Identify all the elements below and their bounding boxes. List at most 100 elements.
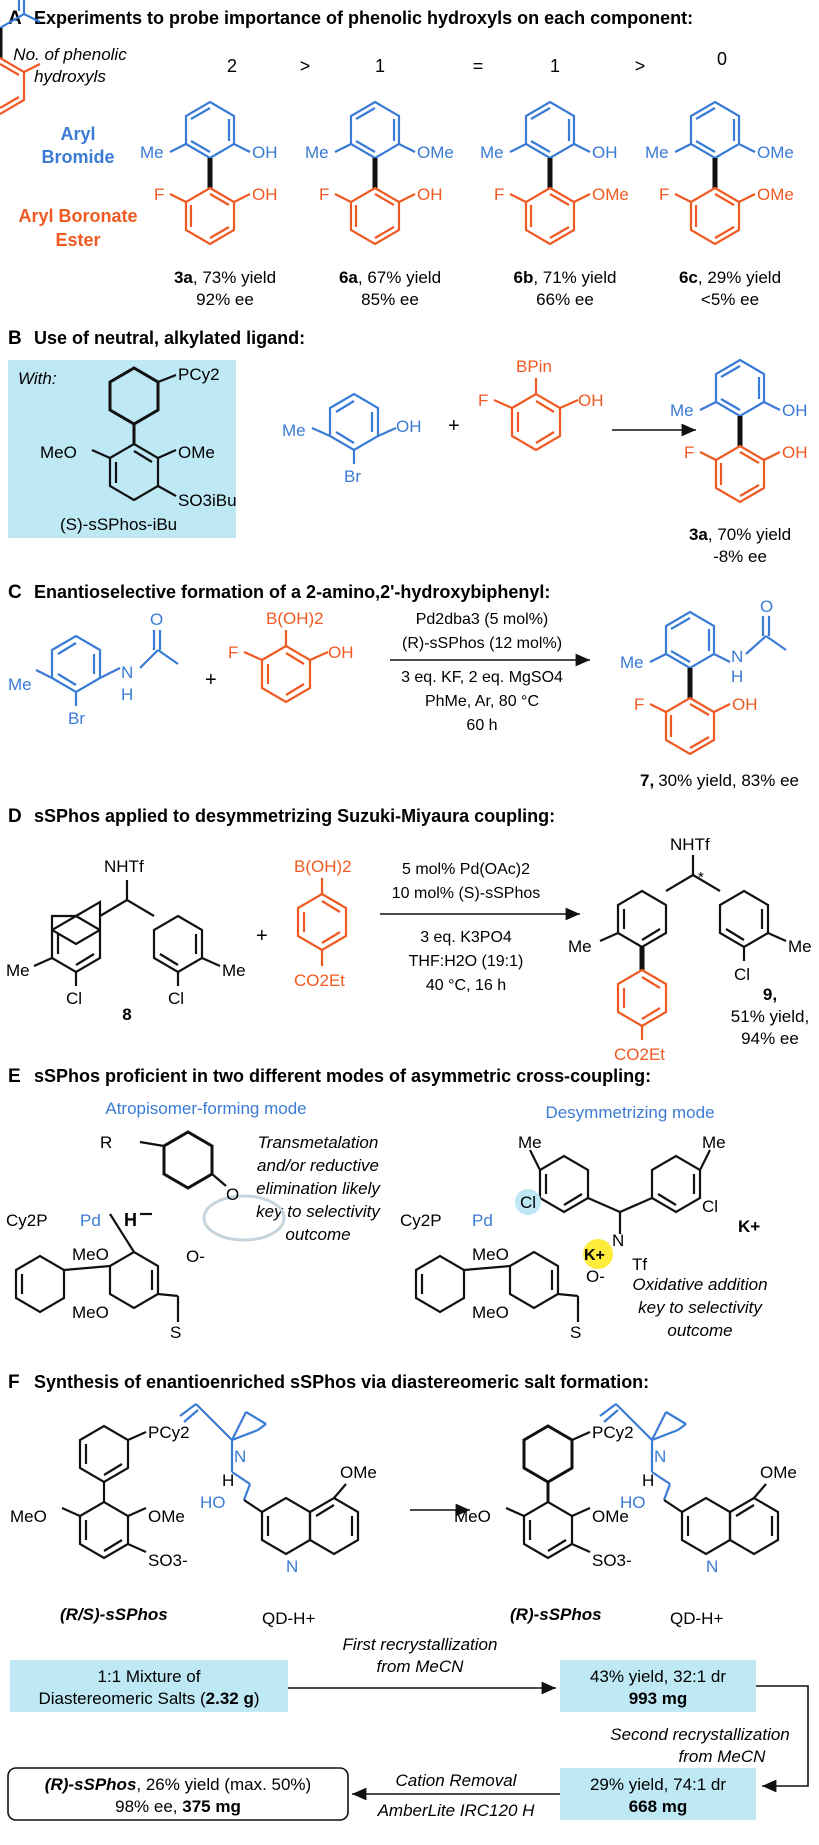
yield-text: 51% yield, [731, 1007, 809, 1026]
with-label: With: [18, 369, 57, 388]
note-2: Oxidative addition key to selectivity ou… [632, 1275, 767, 1340]
br-label: Br [344, 467, 361, 486]
row-label-line2: hydroxyls [34, 67, 106, 86]
panel-d-title: sSPhos applied to desymmetrizing Suzuki-… [34, 806, 555, 826]
h-label: H [222, 1471, 234, 1490]
panel-e-title: sSPhos proficient in two different modes… [34, 1066, 651, 1086]
panel-c-letter: C [8, 582, 22, 603]
step-1-label: First recrystallization [343, 1635, 498, 1654]
oh-label: OH [578, 391, 604, 410]
conditions-d: 5 mol% Pd(OAc)2 10 mol% (S)-sSPhos 3 eq.… [392, 861, 541, 994]
compound-6c: Me OMe F OMe [645, 102, 794, 244]
boronate-structure [493, 378, 579, 452]
tf-label: Tf [632, 1255, 647, 1274]
box-text: Diastereomeric Salts ( [38, 1689, 206, 1708]
me-label: Me [8, 675, 32, 694]
note-line: Transmetalation [258, 1133, 379, 1152]
note-line: Oxidative addition [632, 1275, 767, 1294]
amide-structure [35, 630, 179, 706]
n-label: N [654, 1447, 666, 1466]
s-label: S [570, 1323, 581, 1342]
plus-sign: + [256, 925, 268, 947]
f-label: F [319, 185, 329, 204]
conditions-c: Pd2dba3 (5 mol%) (R)-sSPhos (12 mol%) 3 … [401, 611, 563, 734]
k-label: K+ [738, 1217, 760, 1236]
compound-3a: Me OH F OH [140, 102, 278, 244]
pd-label: Pd [80, 1211, 101, 1230]
note-line: outcome [667, 1321, 732, 1340]
meo-label: MeO [72, 1303, 109, 1322]
yield-text: , 29% yield [698, 268, 781, 287]
note-line: key to selectivity [256, 1202, 381, 1221]
so3ibu-label: SO3iBu [178, 491, 237, 510]
oh-label: OH [782, 443, 808, 462]
yield-text: 30% yield, 83% ee [658, 771, 799, 790]
final-product-box [7, 1767, 349, 1821]
second-crop-box [560, 1768, 756, 1820]
step-2-arrow [756, 1685, 809, 1793]
panel-b: B Use of neutral, alkylated ligand: With… [8, 328, 808, 566]
diarylmethane-structure [33, 880, 221, 986]
racemic-name: (R/S)-sSPhos [60, 1605, 168, 1624]
pcy2-label: PCy2 [592, 1423, 634, 1442]
final-line-1: (R)-sSPhos, 26% yield (max. 50%) [45, 1775, 311, 1794]
bpin-label: BPin [516, 357, 552, 376]
count-operator: > [635, 56, 646, 76]
first-crop-box [560, 1660, 756, 1712]
top-substituent: OH [592, 143, 618, 162]
oh-label: OH [782, 401, 808, 420]
compound-id: 6b [513, 268, 533, 287]
k-highlight [583, 1239, 613, 1269]
meo-label: MeO [40, 443, 77, 462]
n-label: N [121, 663, 133, 682]
ome-label: OMe [592, 1507, 629, 1526]
plus-sign: + [448, 415, 460, 437]
compound-id: 7, [640, 771, 654, 790]
condition-line: 60 h [466, 717, 497, 734]
atropisomer-complex-structure [14, 1130, 227, 1322]
bottom-substituent: OH [252, 185, 278, 204]
top-substituent: OMe [757, 143, 794, 162]
bottom-substituent: OMe [592, 185, 629, 204]
compound-id: 3a [174, 268, 193, 287]
so3-label: SO3- [148, 1551, 188, 1570]
cl-label: Cl [168, 989, 184, 1008]
condition-line: 3 eq. K3PO4 [420, 929, 512, 946]
condition-line: 5 mol% Pd(OAc)2 [402, 861, 530, 878]
ome-label: OMe [760, 1463, 797, 1482]
r-label: R [100, 1133, 112, 1152]
step-3-label: AmberLite IRC120 H [377, 1801, 536, 1820]
count-value: 0 [717, 49, 727, 69]
mode-2-label: Desymmetrizing mode [545, 1103, 714, 1122]
mode-1-label: Atropisomer-forming mode [105, 1099, 306, 1118]
enantiopure-sphos-structure [505, 1424, 591, 1560]
boh2-label: B(OH)2 [294, 857, 352, 876]
h-label: H [124, 1210, 137, 1230]
ome-label: OMe [178, 443, 215, 462]
cl-highlight [515, 1189, 541, 1215]
nhtf-label: NHTf [104, 857, 144, 876]
panel-b-title: Use of neutral, alkylated ligand: [34, 328, 305, 348]
me-label: Me [568, 937, 592, 956]
box-text: 43% yield, 32:1 dr [590, 1667, 726, 1686]
condition-line: Pd2dba3 (5 mol%) [416, 611, 549, 628]
bottom-substituent: OMe [757, 185, 794, 204]
br-label: Br [68, 709, 85, 728]
compound-id: 8 [122, 1005, 131, 1024]
mass-value: 668 mg [629, 1797, 688, 1816]
count-value: 2 [227, 56, 237, 76]
o-label: O [150, 610, 163, 629]
step-2-label: from MeCN [679, 1747, 767, 1766]
caption-yield: 3a, 73% yield [174, 268, 276, 287]
aryl-bromide-label-1: Aryl [60, 124, 95, 144]
yield-text: , 67% yield [358, 268, 441, 287]
h-label: H [642, 1471, 654, 1490]
me-label: Me [620, 653, 644, 672]
pcy2-label: PCy2 [148, 1423, 190, 1442]
condition-line: 10 mol% (S)-sSPhos [392, 885, 541, 902]
condition-line: 40 °C, 16 h [426, 977, 506, 994]
top-substituent: OH [252, 143, 278, 162]
co2et-label: CO2Et [294, 971, 345, 990]
caption-ee: <5% ee [701, 290, 759, 309]
